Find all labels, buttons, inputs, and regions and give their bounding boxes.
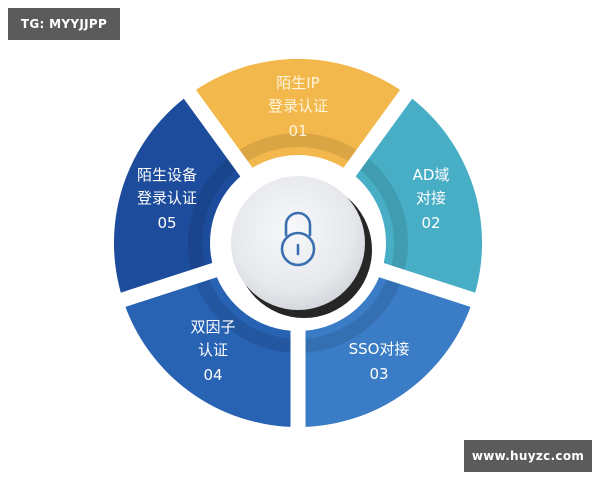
watermark-bottom-right: www.huyzc.com <box>464 440 592 472</box>
segment-03 <box>298 270 473 427</box>
segment-05-label: 陌生设备 登录认证 05 <box>137 164 197 235</box>
segment-01-label: 陌生IP 登录认证 01 <box>268 72 328 143</box>
center-disc <box>231 176 365 310</box>
segment-02-label: AD域 对接 02 <box>413 164 450 235</box>
segment-03-line1: SSO对接 <box>348 340 410 358</box>
segment-04-line1: 双因子 <box>190 318 236 336</box>
segment-02-number: 02 <box>421 214 441 232</box>
segment-01 <box>189 58 407 172</box>
segment-04 <box>123 270 298 427</box>
segment-03-number: 03 <box>369 365 389 383</box>
watermark-top-left: TG: MYYJJPP <box>8 8 120 40</box>
segment-02-line1: AD域 <box>412 166 450 184</box>
segment-05-line2: 登录认证 <box>136 189 198 207</box>
padlock-icon <box>280 211 316 267</box>
segment-02-line2: 对接 <box>415 189 446 207</box>
segment-05-number: 05 <box>157 214 177 232</box>
segment-01-line1: 陌生IP <box>276 74 320 92</box>
segment-02 <box>349 94 483 300</box>
segment-04-label: 双因子 认证 04 <box>190 316 235 387</box>
segment-01-line2: 登录认证 <box>267 97 329 115</box>
segment-01-number: 01 <box>288 122 308 140</box>
segment-03-label: SSO对接 03 <box>349 338 410 386</box>
segment-05-line1: 陌生设备 <box>136 166 198 184</box>
segment-05 <box>113 94 247 300</box>
segment-04-line2: 认证 <box>197 341 229 359</box>
segment-04-number: 04 <box>203 366 223 384</box>
